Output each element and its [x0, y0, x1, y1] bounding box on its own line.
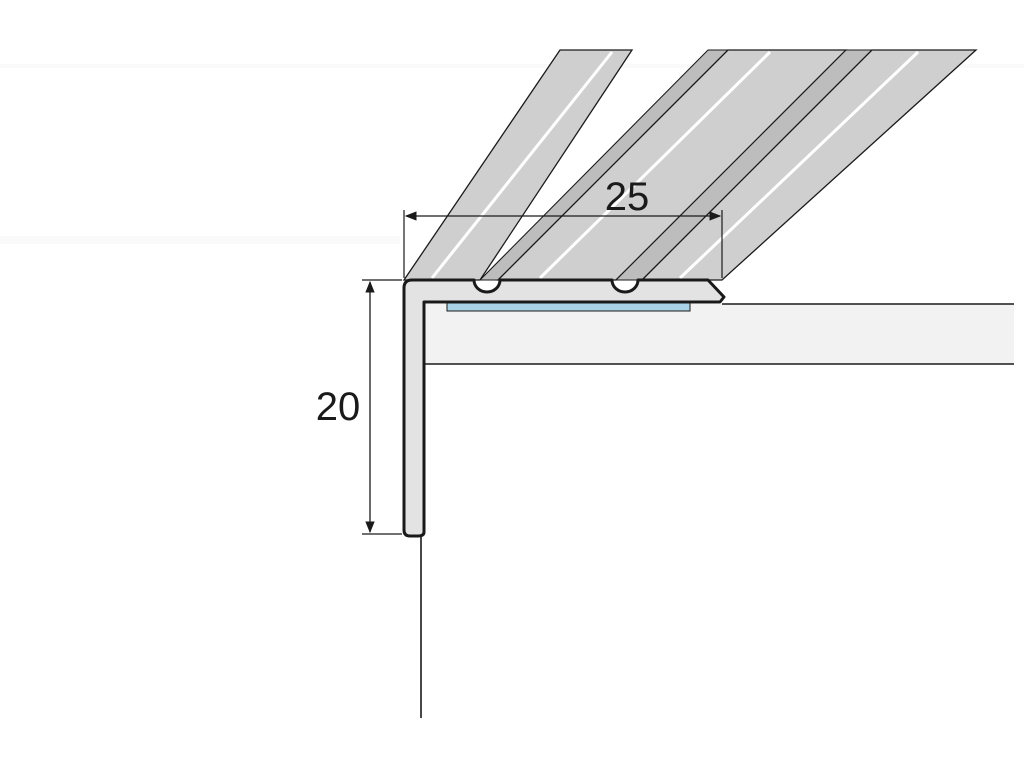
background-band-mid [0, 236, 400, 244]
width-dimension: 25 [403, 175, 723, 278]
highlight-line-3 [678, 50, 920, 280]
height-dimension-label: 20 [316, 385, 361, 429]
background-band-top [0, 64, 1024, 68]
profile-cross-section [402, 278, 726, 538]
step-tread [420, 303, 1014, 718]
profile-perspective-surface [402, 49, 978, 281]
step-tread-surface [424, 304, 1014, 364]
height-dimension: 20 [316, 279, 402, 535]
highlight-line-2 [538, 50, 772, 280]
width-dimension-label: 25 [605, 175, 650, 219]
highlight-line-1 [430, 51, 614, 279]
